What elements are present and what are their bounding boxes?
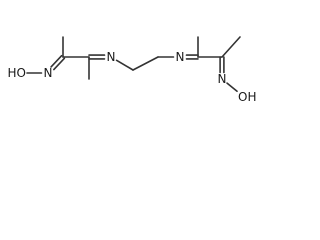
double-bond-n-imine-right-c-right-imine xyxy=(185,54,199,60)
single-bond-n-imine-left-ch2-left xyxy=(115,59,134,71)
double-bond-c-left-imine-n-imine-left xyxy=(88,54,106,60)
chemical-structure: HO N N N N OH xyxy=(8,36,257,104)
atom-label-n-oxime-right: N xyxy=(218,72,227,86)
single-bond-c-right-oxime-me-right-right xyxy=(221,36,241,58)
atom-label-layer: HO N N N N OH xyxy=(8,50,257,104)
double-bond-n-oxime-left-c-left-oxime xyxy=(50,54,66,71)
bond-layer xyxy=(26,36,241,93)
atom-label-n-imine-left: N xyxy=(107,50,116,64)
atom-label-n-oxime-left: N xyxy=(44,66,53,80)
double-bond-c-right-oxime-n-oxime-right xyxy=(219,56,225,74)
atom-label-oh-right: OH xyxy=(238,90,256,104)
atom-label-n-imine-right: N xyxy=(176,50,185,64)
single-bond-ch2-left-ch2-right xyxy=(132,56,159,71)
single-bond-n-oxime-right-oh-right xyxy=(226,82,238,93)
atom-label-oh-left: HO xyxy=(8,66,26,80)
